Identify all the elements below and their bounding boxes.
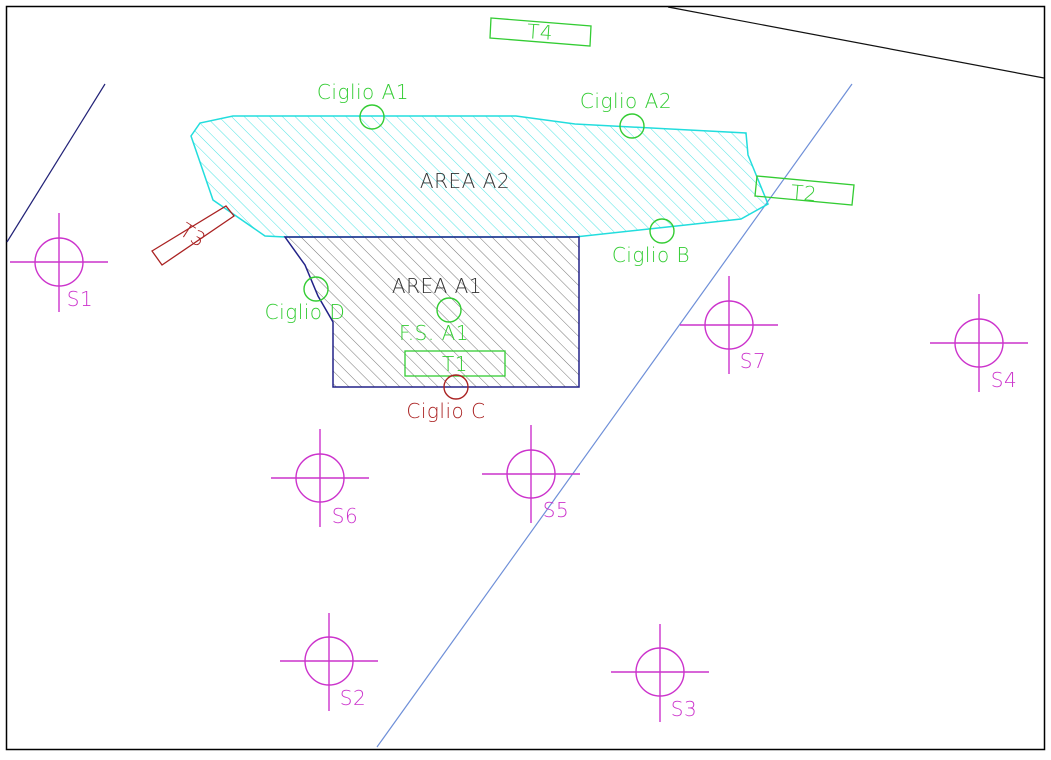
area-a1-label: AREA A1 <box>392 274 482 298</box>
ciglio-a2-label: Ciglio A2 <box>580 89 672 113</box>
crosshair-circle-icon <box>611 624 709 722</box>
sounding-s1: S1 <box>10 213 108 312</box>
ciglio-d-marker: Ciglio D <box>265 276 346 324</box>
ciglio-c-marker: Ciglio C <box>406 374 485 423</box>
sounding-s4-label: S4 <box>991 368 1017 392</box>
sounding-s7: S7 <box>680 276 778 374</box>
sounding-s5-label: S5 <box>543 498 569 522</box>
area-a2-polygon <box>190 115 769 238</box>
reference-line-diagonal <box>376 83 853 748</box>
crosshair-circle-icon <box>271 429 369 527</box>
trench-t4-label: T4 <box>526 19 554 45</box>
sounding-s2: S2 <box>280 613 378 711</box>
trench-t3-label: T3 <box>176 218 211 252</box>
trench-t1-label: T1 <box>442 352 468 376</box>
trench-t1: T1 <box>404 350 506 377</box>
sounding-s6: S6 <box>271 429 369 528</box>
trench-t4: T4 <box>489 17 592 47</box>
fs-a1-marker: F.S. A1 <box>399 297 469 345</box>
reference-line-left <box>6 83 106 243</box>
crosshair-circle-icon <box>10 213 108 312</box>
trench-t2: T2 <box>754 175 855 206</box>
sounding-s6-label: S6 <box>332 504 358 528</box>
ciglio-a2-marker: Ciglio A2 <box>580 89 672 139</box>
ciglio-d-label: Ciglio D <box>265 300 346 324</box>
sounding-s4: S4 <box>930 294 1028 392</box>
boundary-line <box>667 6 1045 79</box>
sounding-s2-label: S2 <box>340 686 366 710</box>
sounding-s1-label: S1 <box>67 287 93 311</box>
area-a1-polygon <box>283 236 580 388</box>
crosshair-circle-icon <box>680 276 778 374</box>
crosshair-circle-icon <box>482 425 580 523</box>
trench-t3: T3 <box>151 205 235 266</box>
ciglio-a1-label: Ciglio A1 <box>317 80 409 104</box>
sounding-s3: S3 <box>611 624 709 722</box>
drawing-frame <box>5 5 1046 751</box>
fs-a1-label: F.S. A1 <box>399 321 469 345</box>
trench-t2-label: T2 <box>790 180 818 206</box>
area-a2-label: AREA A2 <box>420 169 510 193</box>
crosshair-circle-icon <box>280 613 378 711</box>
crosshair-circle-icon <box>930 294 1028 392</box>
sounding-s7-label: S7 <box>740 349 766 373</box>
ciglio-b-marker: Ciglio B <box>612 218 690 267</box>
ciglio-c-label: Ciglio C <box>406 399 485 423</box>
sounding-s5: S5 <box>482 425 580 523</box>
ciglio-b-label: Ciglio B <box>612 243 690 267</box>
sounding-s3-label: S3 <box>671 697 697 721</box>
ciglio-a1-marker: Ciglio A1 <box>317 80 409 130</box>
